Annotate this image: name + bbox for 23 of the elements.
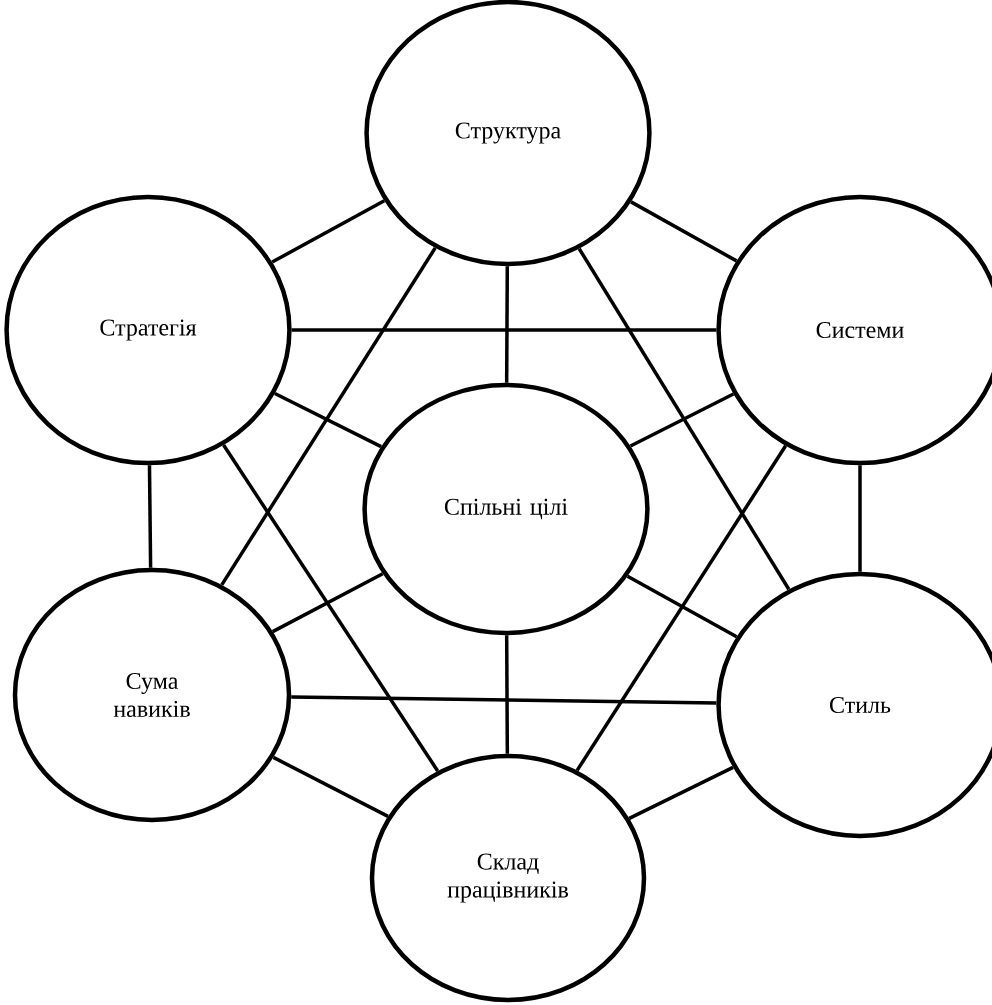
connector-line (272, 755, 389, 818)
connector-line (577, 247, 791, 591)
connector-line (291, 328, 717, 332)
circle-node: Спільні цілі (362, 382, 650, 636)
connector-line (220, 246, 437, 586)
connector-line (222, 444, 440, 772)
connector-line (147, 465, 153, 568)
connector-line (626, 574, 738, 639)
connector-line (504, 266, 510, 383)
connector-line (291, 695, 717, 705)
circle-node: Склад працівників (369, 753, 647, 1003)
connector-line (628, 765, 734, 820)
circle-node: Стратегія (4, 194, 292, 466)
connector-line (575, 444, 788, 772)
circle-node: Сума навиків (12, 567, 292, 823)
connector-line (271, 572, 384, 634)
connector-line (271, 199, 386, 264)
circle-node: Структура (364, 0, 652, 267)
connector-line (274, 391, 382, 449)
connector-line (629, 392, 735, 448)
connector-line (858, 465, 862, 572)
connector-line (504, 635, 510, 754)
connector-line (630, 200, 738, 263)
